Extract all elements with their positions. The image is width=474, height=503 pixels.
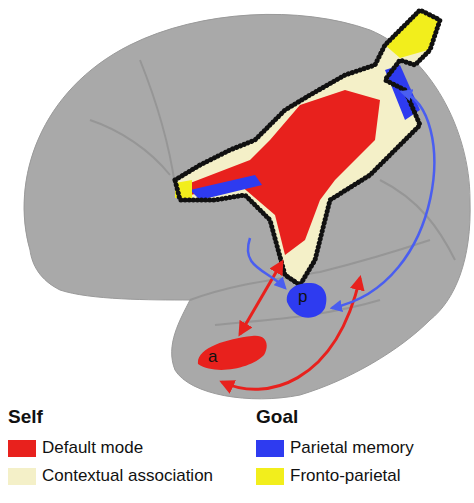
brain-surface <box>24 14 470 398</box>
goal-arrow <box>332 92 434 308</box>
region-outline <box>175 10 440 285</box>
legend-swatch <box>256 440 284 457</box>
legend-label: Fronto-parietal <box>290 466 401 486</box>
region-outline <box>175 10 440 285</box>
legend-label: Parietal memory <box>290 438 414 458</box>
region-letter: p <box>298 288 307 305</box>
legend-heading: Self <box>8 406 43 428</box>
contextual-association-region <box>175 10 440 285</box>
sulci <box>90 60 455 325</box>
legend-swatch <box>8 440 36 457</box>
region-shape <box>196 334 270 372</box>
legend-swatch <box>256 468 284 485</box>
brain-region: p <box>283 280 329 324</box>
region-letter: a <box>208 348 217 365</box>
goal-arrow <box>248 238 285 288</box>
region-fill <box>287 283 327 318</box>
self-arrow <box>240 262 282 334</box>
legend-swatch <box>8 468 36 485</box>
region-fill <box>198 336 267 370</box>
brain-region: a <box>196 334 270 372</box>
legend-heading: Goal <box>256 406 298 428</box>
legend-label: Contextual association <box>42 466 213 486</box>
legend-label: Default mode <box>42 438 143 458</box>
self-arrow <box>222 278 360 389</box>
